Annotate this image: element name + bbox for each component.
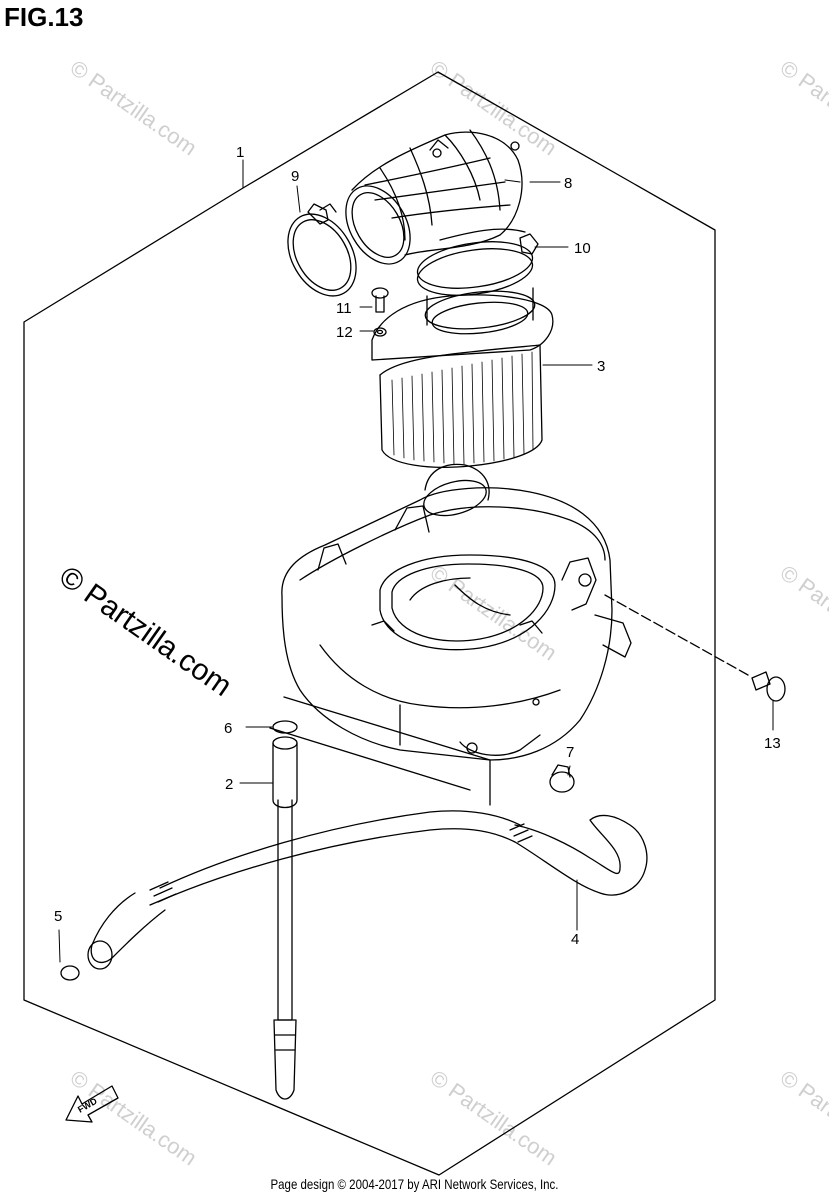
part-washer-12 <box>373 327 387 337</box>
callout-5: 5 <box>54 908 62 925</box>
figure-title: FIG.13 <box>4 2 84 32</box>
part-clip-5 <box>60 965 80 981</box>
callout-10: 10 <box>574 240 591 257</box>
callout-11: 11 <box>336 300 352 317</box>
guide-line <box>283 696 491 806</box>
callout-9: 9 <box>291 168 299 185</box>
guide-line <box>269 727 471 791</box>
part-band-clamp-10 <box>416 233 539 296</box>
part-hose-4 <box>87 810 648 970</box>
fwd-arrow-icon: FWD <box>65 1085 119 1123</box>
part-intake-duct-8 <box>345 129 526 265</box>
part-clamp-9 <box>287 203 357 297</box>
callout-13: 13 <box>764 735 781 752</box>
page-footer: Page design © 2004-2017 by ARI Network S… <box>270 1176 559 1192</box>
assembly-frame <box>23 71 716 1176</box>
part-screw-11 <box>371 287 389 313</box>
part-drain-tube-2 <box>272 736 298 1100</box>
callout-4: 4 <box>571 931 579 948</box>
part-air-cleaner-case <box>281 463 632 761</box>
leader-lines <box>58 159 774 963</box>
callout-7: 7 <box>566 744 574 761</box>
callout-12: 12 <box>336 324 353 341</box>
callouts: 1 2 3 4 5 6 7 8 9 10 11 12 13 <box>54 144 781 948</box>
callout-1: 1 <box>236 144 244 161</box>
callout-6: 6 <box>224 720 232 737</box>
part-hose-clamp-7 <box>549 764 575 793</box>
callout-3: 3 <box>597 358 605 375</box>
callout-8: 8 <box>564 175 572 192</box>
part-air-filter-3 <box>371 287 554 468</box>
part-bolt-13 <box>604 594 786 702</box>
part-o-ring-6 <box>272 720 298 734</box>
callout-2: 2 <box>225 776 233 793</box>
